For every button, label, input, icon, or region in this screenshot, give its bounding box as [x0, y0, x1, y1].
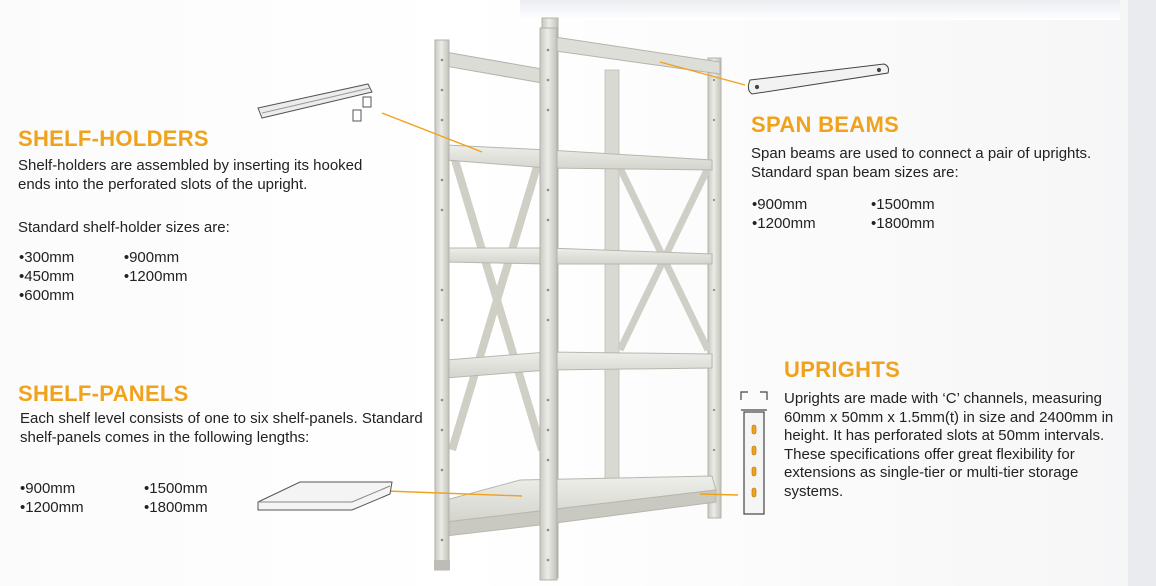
list-item: 1500mm — [871, 196, 972, 214]
shelf-holders-heading: SHELF-HOLDERS — [18, 126, 209, 151]
list-item: 1200mm — [124, 268, 229, 286]
list-item: 900mm — [20, 480, 126, 498]
front-upright-mid — [539, 27, 558, 581]
list-item: 1800mm — [871, 215, 972, 233]
side-cross-brace — [448, 148, 546, 452]
shelf-holders-size-list: 300mm 900mm 450mm 1200mm 600mm — [19, 249, 229, 305]
list-item: 600mm — [19, 287, 116, 305]
shelf-panels-description: Each shelf level consists of one to six … — [20, 410, 423, 446]
shelf-holder-part-icon — [257, 83, 373, 122]
shelf-holders-sizes-intro: Standard shelf-holder sizes are: — [18, 219, 230, 236]
front-upright-left — [434, 39, 450, 571]
leader-lines — [381, 61, 746, 497]
span-beams-size-list: 900mm 1500mm 1200mm 1800mm — [752, 196, 972, 233]
upright-part-icon — [740, 391, 768, 515]
list-item: 1500mm — [144, 480, 250, 498]
top-back-beam — [547, 35, 721, 75]
list-item: 900mm — [752, 196, 853, 214]
top-side-beam — [444, 51, 549, 85]
list-item: 450mm — [19, 268, 116, 286]
shelf-holders-description: Shelf-holders are assembled by inserting… — [18, 157, 363, 193]
span-beams-description: Span beams are used to connect a pair of… — [751, 145, 1092, 181]
span-beam-part-icon — [747, 63, 889, 95]
list-item: 1200mm — [20, 499, 126, 517]
list-item: 900mm — [124, 249, 229, 267]
shelf-levels — [445, 144, 717, 537]
uprights-description: Uprights are made with ‘C’ channels, mea… — [784, 390, 1114, 500]
list-item: 1800mm — [144, 499, 250, 517]
shelf-panels-size-list: 900mm 1500mm 1200mm 1800mm — [20, 480, 250, 517]
upright-perforations — [440, 48, 716, 562]
shelf-panel-part-icon — [257, 481, 393, 511]
background-ghost-text — [520, 0, 1120, 20]
span-beams-heading: SPAN BEAMS — [751, 112, 900, 137]
shelf-panels-heading: SHELF-PANELS — [18, 381, 189, 406]
middle-back-upright — [604, 69, 620, 501]
list-item: 300mm — [19, 249, 116, 267]
list-item: 1200mm — [752, 215, 853, 233]
page-edge — [1128, 0, 1156, 586]
uprights-heading: UPRIGHTS — [784, 357, 901, 382]
rear-upright-right — [707, 57, 722, 519]
